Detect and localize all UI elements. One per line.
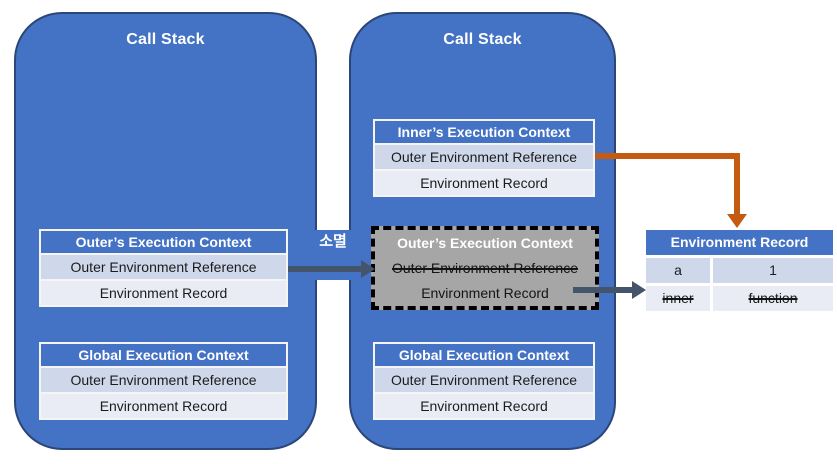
record-arrow-head-icon — [632, 281, 646, 299]
stack-row: Environment Record — [41, 281, 286, 305]
stack-header: Outer’s Execution Context — [397, 234, 573, 251]
stack-header: Global Execution Context — [375, 344, 593, 366]
stack-row: Outer Environment Reference — [375, 368, 593, 392]
global-execution-context-left: Global Execution Context Outer Environme… — [39, 342, 288, 420]
stack-header: Global Execution Context — [41, 344, 286, 366]
destroy-label-text: 소멸 — [319, 233, 347, 250]
stack-header: Outer’s Execution Context — [41, 231, 286, 253]
stack-row: Outer Environment Reference — [41, 368, 286, 392]
stack-row-struck: Outer Environment Reference — [392, 259, 578, 276]
reference-arrow-vertical — [734, 153, 740, 215]
outer-execution-context-left: Outer’s Execution Context Outer Environm… — [39, 229, 288, 307]
destroy-arrow-shaft — [288, 266, 362, 272]
reference-arrow-horizontal — [595, 153, 740, 159]
table-cell-name: a — [646, 258, 710, 283]
stack-row: Environment Record — [375, 171, 593, 195]
stack-row: Environment Record — [41, 394, 286, 418]
panel-title-left: Call Stack — [126, 31, 205, 48]
stack-row: Environment Record — [421, 285, 549, 302]
destroyed-execution-context: Outer’s Execution Context Outer Environm… — [371, 226, 599, 310]
inner-execution-context: Inner’s Execution Context Outer Environm… — [373, 119, 595, 197]
panel-title-right: Call Stack — [443, 31, 522, 48]
table-cell-value: 1 — [713, 258, 833, 283]
table-cell-name: inner — [646, 286, 710, 311]
global-execution-context-right: Global Execution Context Outer Environme… — [373, 342, 595, 420]
destroy-arrow-head-icon — [361, 260, 375, 278]
stack-row: Outer Environment Reference — [375, 145, 593, 169]
environment-record-table: Environment Record a 1 inner function — [646, 230, 833, 311]
stack-header: Inner’s Execution Context — [375, 121, 593, 143]
reference-arrow-head-icon — [727, 214, 747, 228]
record-arrow-shaft — [573, 287, 633, 293]
stack-row: Environment Record — [375, 394, 593, 418]
stack-row: Outer Environment Reference — [41, 255, 286, 279]
table-cell-value: function — [713, 286, 833, 311]
table-header: Environment Record — [646, 230, 833, 255]
destroy-label: 소멸 — [314, 230, 352, 280]
